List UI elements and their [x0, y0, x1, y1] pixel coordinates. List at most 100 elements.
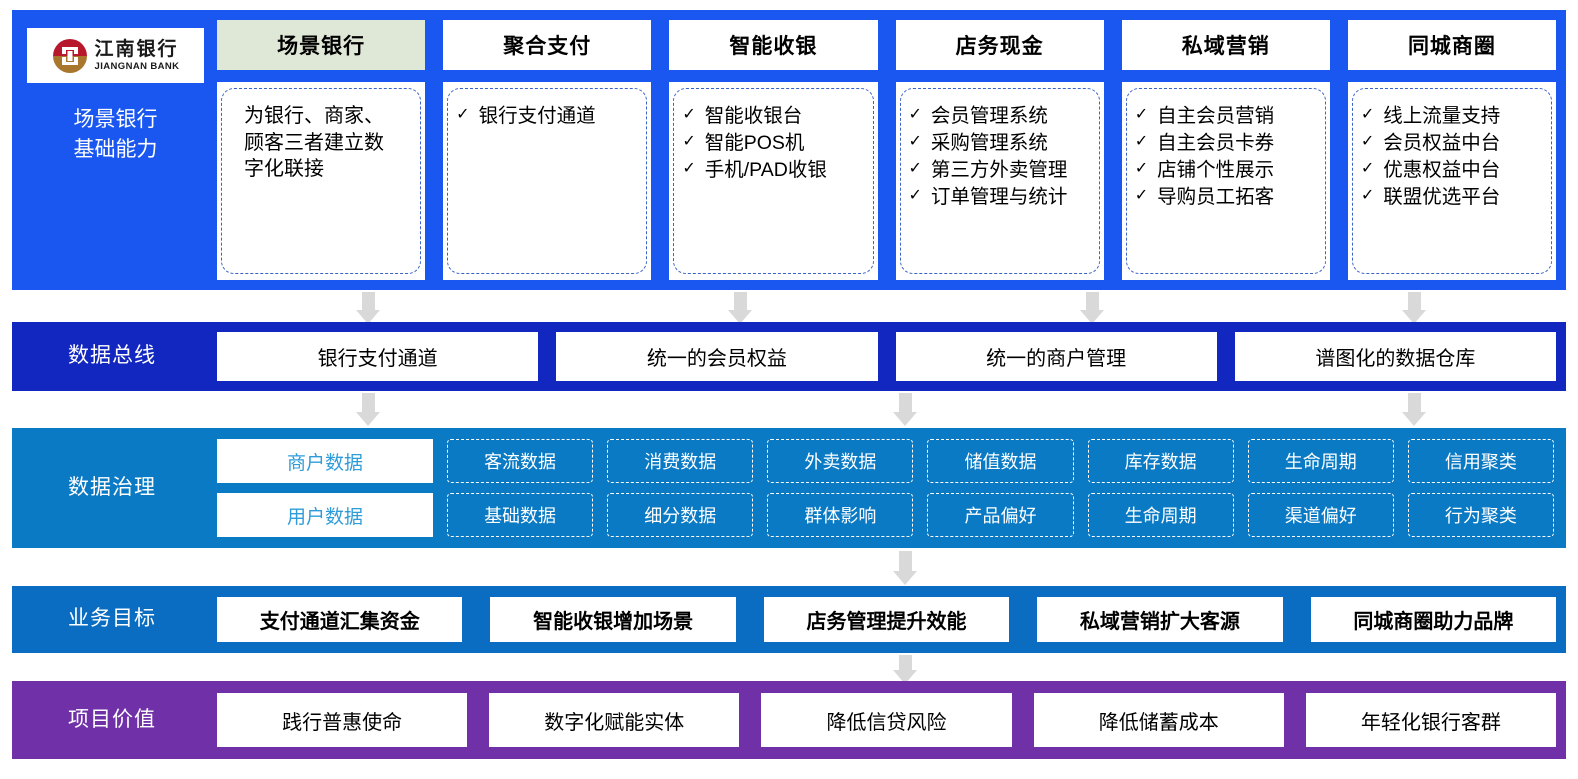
chip-basic-data[interactable]: 基础数据	[447, 493, 594, 537]
project-value-label: 项目价值	[68, 707, 156, 731]
value-item-inclusive-finance-mission[interactable]: 践行普惠使命	[217, 693, 468, 747]
list-item-label: 银行支付通道	[478, 105, 596, 127]
check-icon: ✓	[1134, 187, 1149, 205]
bus-item-unified-member-rights[interactable]: 统一的会员权益	[556, 332, 878, 381]
list-item-label: 采购管理系统	[930, 132, 1048, 155]
flow-arrow-down	[1402, 393, 1426, 427]
bus-item-graph-data-warehouse[interactable]: 谱图化的数据仓库	[1234, 332, 1556, 381]
list-item-label: 会员管理系统	[930, 105, 1048, 127]
bank-name-en: JIANGNAN BANK	[94, 60, 180, 72]
card-list: ✓ 智能收银台 ✓智能POS机 ✓ 手机/PAD收银	[682, 103, 864, 183]
card-list: ✓银行支付通道	[456, 103, 638, 129]
list-item: ✓优惠权益中台	[1361, 157, 1543, 183]
chip-stored-value-data[interactable]: 储值数据	[927, 439, 1074, 483]
scenario-cards: 为银行、商家、顾客三者建立数字化联接 ✓银行支付通道 ✓智能收银台 ✓智能POS…	[217, 82, 1557, 280]
tab-scenario-bank[interactable]: 场景银行	[217, 20, 426, 70]
chip-lifecycle-merchant[interactable]: 生命周期	[1247, 439, 1394, 483]
chip-traffic-data[interactable]: 客流数据	[447, 439, 594, 483]
goal-item-payment-channel-funds[interactable]: 支付通道汇集资金	[217, 597, 463, 642]
value-item-younger-bank-customers[interactable]: 年轻化银行客群	[1305, 693, 1557, 747]
card-aggregate-payment: ✓银行支付通道	[443, 82, 652, 280]
flow-arrow-down	[1080, 292, 1104, 324]
scenario-bank-label-line1: 场景银行	[73, 108, 158, 131]
tab-label: 同城商圈	[1407, 35, 1496, 58]
scenario-bank-section: 江南银行 JIANGNAN BANK 场景银行 基础能力 场景银行 聚合支付 智…	[12, 10, 1566, 290]
value-item-reduce-deposit-cost[interactable]: 降低储蓄成本	[1033, 693, 1284, 747]
chip-behavior-clustering[interactable]: 行为聚类	[1407, 493, 1554, 537]
tab-smart-cashier[interactable]: 智能收银	[669, 20, 878, 70]
flow-arrow-down	[1402, 292, 1426, 324]
goal-item-private-marketing-customers[interactable]: 私域营销扩大客源	[1037, 597, 1283, 642]
project-value-section: 项目价值 践行普惠使命 数字化赋能实体 降低信贷风险 降低储蓄成本 年轻化银行客…	[12, 681, 1566, 759]
chip-segmentation-data[interactable]: 细分数据	[607, 493, 754, 537]
governance-row-merchant: 商户数据 客流数据 消费数据 外卖数据 储值数据 库存数据 生命周期 信用聚类	[217, 439, 1554, 483]
data-governance-section: 数据治理 商户数据 客流数据 消费数据 外卖数据 储值数据 库存数据 生命周期 …	[12, 428, 1566, 548]
list-item: ✓联盟优选平台	[1361, 184, 1543, 210]
scenario-bank-label: 场景银行 基础能力	[27, 105, 204, 166]
list-item: ✓ 会员权益中台	[1361, 130, 1543, 156]
chip-consumption-data[interactable]: 消费数据	[607, 439, 754, 483]
list-item-label: 手机/PAD收银	[704, 159, 827, 182]
bank-name-cn: 江南银行	[94, 38, 179, 60]
data-bus-label: 数据总线	[68, 344, 156, 368]
bus-item-bank-payment-channel[interactable]: 银行支付通道	[217, 332, 539, 381]
list-item-label: 智能收银台	[704, 105, 803, 127]
business-goal-items: 支付通道汇集资金 智能收银增加场景 店务管理提升效能 私域营销扩大客源 同城商圈…	[217, 597, 1557, 642]
chip-group-influence[interactable]: 群体影响	[767, 493, 914, 537]
list-item-label: 会员权益中台	[1383, 132, 1501, 155]
flow-arrow-down	[893, 655, 917, 684]
check-icon: ✓	[908, 133, 922, 151]
project-value-items: 践行普惠使命 数字化赋能实体 降低信贷风险 降低储蓄成本 年轻化银行客群	[217, 693, 1557, 747]
bus-item-unified-merchant-management[interactable]: 统一的商户管理	[895, 332, 1217, 381]
data-bus-items: 银行支付通道 统一的会员权益 统一的商户管理 谱图化的数据仓库	[217, 332, 1556, 381]
chip-lifecycle-user[interactable]: 生命周期	[1087, 493, 1234, 537]
governance-head-merchant-data[interactable]: 商户数据	[217, 439, 433, 483]
tab-private-marketing[interactable]: 私域营销	[1121, 20, 1330, 70]
check-icon: ✓	[908, 106, 922, 123]
chip-takeaway-data[interactable]: 外卖数据	[767, 439, 914, 483]
list-item-label: 导购员工拓客	[1157, 186, 1275, 209]
flow-arrow-down	[728, 292, 752, 324]
flow-arrow-down	[356, 292, 380, 324]
list-item: ✓ 手机/PAD收银	[682, 157, 864, 183]
list-item: ✓智能POS机	[682, 130, 864, 156]
list-item: ✓ 采购管理系统	[909, 130, 1091, 156]
list-item: ✓自主会员卡券	[1135, 130, 1317, 156]
tab-aggregate-payment[interactable]: 聚合支付	[443, 20, 652, 70]
list-item: ✓订单管理与统计	[909, 184, 1091, 210]
list-item: ✓ 会员管理系统	[909, 103, 1091, 129]
goal-item-smart-cashier-scenarios[interactable]: 智能收银增加场景	[490, 597, 736, 642]
chip-product-preference[interactable]: 产品偏好	[927, 493, 1074, 537]
chip-credit-clustering[interactable]: 信用聚类	[1407, 439, 1554, 483]
check-icon: ✓	[682, 160, 696, 178]
list-item-label: 自主会员营销	[1157, 105, 1275, 127]
tab-label: 智能收银	[729, 35, 818, 58]
chip-inventory-data[interactable]: 库存数据	[1087, 439, 1234, 483]
list-item-label: 线上流量支持	[1383, 105, 1501, 127]
check-icon: ✓	[1360, 133, 1375, 151]
scenario-tabs: 场景银行 聚合支付 智能收银 店务现金 私域营销 同城商圈	[217, 20, 1557, 70]
card-list: ✓自主会员营销 ✓自主会员卡券 ✓店铺个性展示 ✓导购员工拓客	[1135, 103, 1317, 211]
check-icon: ✓	[1360, 106, 1375, 123]
jiangnan-bank-logo-icon	[52, 38, 88, 74]
flow-arrow-down	[893, 551, 917, 585]
value-item-digital-empowerment[interactable]: 数字化赋能实体	[489, 693, 740, 747]
list-item: ✓银行支付通道	[456, 103, 638, 129]
list-item-label: 店铺个性展示	[1157, 159, 1275, 182]
tab-local-business-circle[interactable]: 同城商圈	[1347, 20, 1557, 70]
card-list: ✓ 会员管理系统 ✓ 采购管理系统 ✓ 第三方外卖管理 ✓订单管理与统计	[909, 103, 1091, 211]
governance-head-user-data[interactable]: 用户数据	[217, 493, 433, 537]
list-item-label: 第三方外卖管理	[930, 159, 1068, 182]
list-item-label: 优惠权益中台	[1383, 159, 1501, 182]
bank-logo: 江南银行 JIANGNAN BANK	[27, 28, 204, 83]
chip-channel-preference[interactable]: 渠道偏好	[1247, 493, 1394, 537]
value-item-reduce-credit-risk[interactable]: 降低信贷风险	[761, 693, 1012, 747]
card-list: ✓ 线上流量支持 ✓ 会员权益中台 ✓优惠权益中台 ✓联盟优选平台	[1361, 103, 1543, 211]
goal-item-store-management-efficiency[interactable]: 店务管理提升效能	[763, 597, 1010, 642]
flow-arrow-down	[893, 393, 917, 427]
tab-store-cash[interactable]: 店务现金	[895, 20, 1104, 70]
goal-item-local-circle-brand[interactable]: 同城商圈助力品牌	[1310, 597, 1557, 642]
card-private-marketing: ✓自主会员营销 ✓自主会员卡券 ✓店铺个性展示 ✓导购员工拓客	[1121, 82, 1330, 280]
check-icon: ✓	[1134, 106, 1149, 123]
